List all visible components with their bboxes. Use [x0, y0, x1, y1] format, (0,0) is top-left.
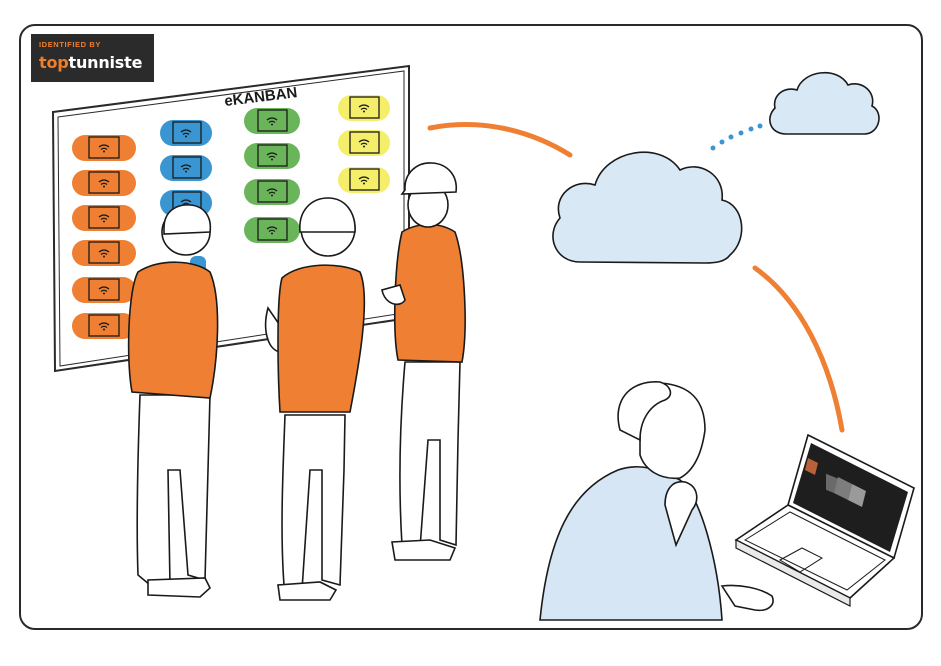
laptop-icon [734, 433, 915, 607]
brand-logo: IDENTIFIED BY toptunniste [31, 34, 154, 82]
kanban-column-green [244, 108, 300, 243]
kanban-card [72, 240, 136, 266]
kanban-column-orange [72, 135, 136, 339]
kanban-card [72, 170, 136, 196]
kanban-card [338, 95, 390, 121]
worker-right [381, 162, 466, 561]
logo-wordmark: toptunniste [39, 52, 146, 74]
cloud-icon [552, 151, 743, 264]
kanban-card [338, 130, 390, 156]
kanban-card [244, 108, 300, 134]
kanban-card [244, 143, 300, 169]
kanban-card [72, 313, 136, 339]
logo-brand-part1: top [39, 53, 69, 72]
kanban-card [72, 205, 136, 231]
kanban-card [72, 135, 136, 161]
logo-brand-part2: tunniste [68, 53, 143, 72]
worker-middle [264, 197, 366, 601]
logo-tagline: IDENTIFIED BY [39, 40, 101, 49]
connection-arc-cloud-laptop [752, 265, 845, 433]
connection-arc-board-cloud [427, 121, 573, 158]
worker-left [127, 204, 219, 598]
kanban-column-yellow [338, 95, 390, 193]
illustration-frame [19, 24, 923, 630]
kanban-card [244, 179, 300, 205]
kanban-card [244, 217, 300, 243]
kanban-card [160, 155, 212, 181]
kanban-card [160, 120, 212, 146]
cloud-icon [769, 71, 880, 135]
dotted-link [710, 123, 763, 151]
kanban-card [72, 277, 136, 303]
seated-person [539, 381, 774, 621]
kanban-card [338, 167, 390, 193]
